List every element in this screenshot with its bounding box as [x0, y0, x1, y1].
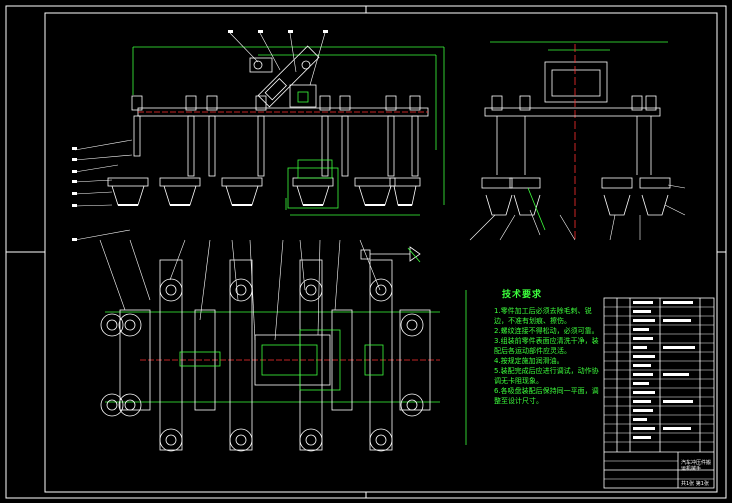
inner-frame: [44, 12, 718, 493]
view-symbol: [360, 246, 421, 263]
top-view: [100, 259, 467, 452]
requirement-item: 4.按规定施加润滑油。: [494, 357, 564, 365]
front-leaders: [74, 32, 326, 241]
front-view: [107, 45, 445, 216]
sheet-label: 共1张 第1张: [681, 481, 709, 487]
front-suction-cups: [107, 177, 421, 206]
title-block-rows: [604, 306, 714, 480]
technical-requirements-title: 技术要求: [502, 290, 543, 300]
technical-requirements: 技术要求 1.零件加工后必须去除毛刺、锐边，不准有划痕、擦伤。 2.螺纹连接不得…: [494, 290, 604, 406]
side-view: [481, 41, 671, 240]
top-leaders: [99, 239, 381, 341]
front-columns: [131, 95, 421, 177]
front-leader-tags: [72, 30, 328, 241]
requirement-item: 5.装配完成后应进行调试，动作协调无卡阻现象。: [494, 367, 599, 385]
requirement-item: 1.零件加工后必须去除毛刺、锐边，不准有划痕、擦伤。: [494, 307, 592, 325]
drawing-name: 汽车冲压件搬运机械手: [681, 460, 712, 472]
top-cups: [100, 278, 424, 452]
requirement-item: 3.组装前零件表面应清洗干净，装配后各运动部件应灵活。: [494, 337, 599, 355]
side-leaders: [469, 184, 686, 241]
title-block-fill: [633, 301, 695, 439]
requirement-item: 6.各吸盘装配后保持同一平面，调整至设计尺寸。: [494, 387, 599, 405]
title-block: [603, 297, 715, 489]
requirement-item: 2.螺纹连接不得松动，必须可靠。: [494, 327, 599, 335]
